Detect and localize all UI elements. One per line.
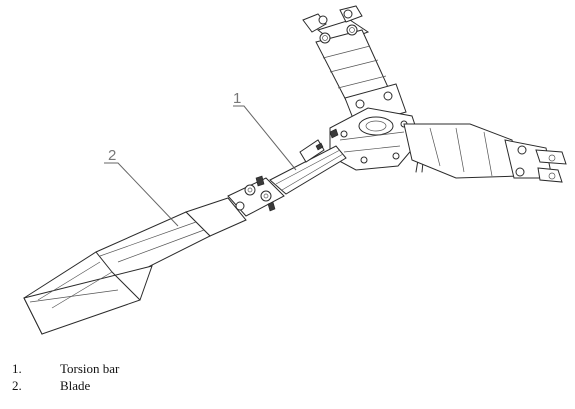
legend-number: 2. — [12, 378, 22, 393]
blade-root-fitting — [227, 175, 285, 217]
legend-number: 1. — [12, 361, 22, 376]
legend-label: Torsion bar — [60, 361, 120, 376]
torsion-bar — [269, 139, 347, 195]
callout-2: 2 — [104, 147, 179, 227]
callout-1: 1 — [233, 90, 297, 171]
legend-label: Blade — [60, 378, 91, 393]
upper-arm — [302, 5, 407, 127]
callout-number: 2 — [108, 147, 116, 164]
right-arm — [403, 123, 567, 183]
legend-item: 2. Blade — [12, 377, 119, 394]
blade — [23, 197, 247, 335]
legend: 1. Torsion bar 2. Blade — [12, 360, 119, 394]
callout-number: 1 — [233, 90, 241, 107]
legend-item: 1. Torsion bar — [12, 360, 119, 377]
rotor-hub-drawing: 1 2 — [23, 5, 567, 335]
